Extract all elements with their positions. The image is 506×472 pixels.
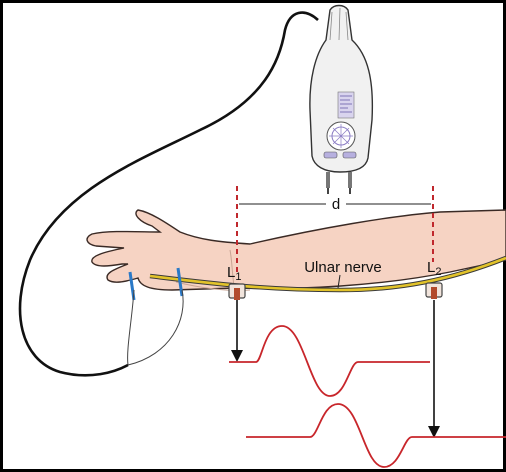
nerve-stimulator-device-icon bbox=[310, 6, 372, 195]
recording-electrode-l1-icon bbox=[229, 284, 245, 300]
waveform-l2 bbox=[246, 404, 506, 467]
nerve-label: Ulnar nerve bbox=[304, 259, 382, 276]
stimulator-cable bbox=[20, 13, 318, 376]
arrow-l2-down bbox=[428, 300, 440, 438]
waveform-l1 bbox=[229, 326, 430, 396]
distance-label: d bbox=[332, 196, 340, 213]
arrow-l1-down bbox=[231, 300, 243, 362]
recording-electrode-l2-icon bbox=[426, 283, 442, 299]
